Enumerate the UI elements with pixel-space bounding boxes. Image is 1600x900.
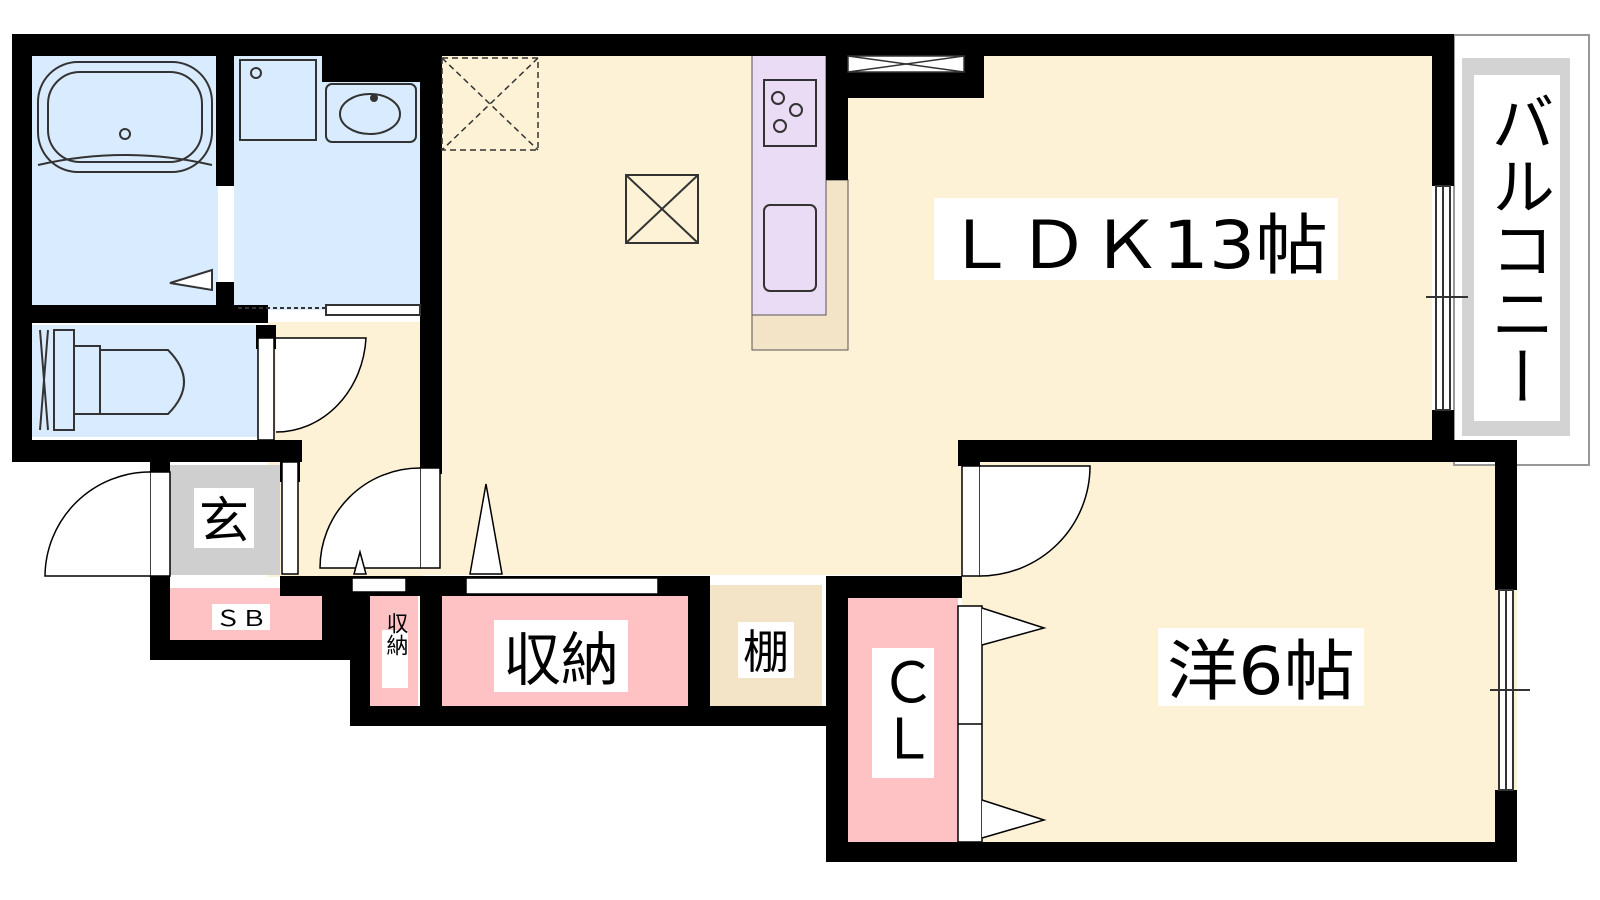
ldk-label-bg <box>934 198 1338 280</box>
storage-label-bg <box>494 620 628 692</box>
balcony-label-bg <box>1476 84 1558 414</box>
shelf-label-bg <box>738 622 794 678</box>
closet-doors[interactable] <box>957 605 1047 843</box>
closet-label: ＣＬ <box>871 654 936 766</box>
ceiling-hatch-icon <box>441 57 539 151</box>
closet-label-bg <box>872 648 934 778</box>
ldk-window-icon <box>1426 185 1468 411</box>
entrance-label: 玄 <box>199 492 249 550</box>
hall-door[interactable] <box>319 467 441 569</box>
toilet-door[interactable] <box>257 337 367 441</box>
kitchen-sink-icon <box>763 204 817 292</box>
washing-machine-icon <box>239 59 317 141</box>
shoebox-label: ＳＢ <box>215 607 267 632</box>
window-icon <box>847 55 965 73</box>
balcony-label: バルコニー <box>1480 90 1554 408</box>
small-storage-label-bg <box>382 630 408 688</box>
shoebox-label-bg <box>212 604 270 630</box>
western-label: 洋6帖 <box>1167 633 1355 710</box>
shelf-label: 棚 <box>743 625 789 679</box>
small-storage-label: 収納 <box>383 612 409 656</box>
western-door[interactable] <box>961 465 1091 577</box>
sink-icon <box>325 83 417 143</box>
bathtub-icon <box>37 61 213 292</box>
stove-icon <box>763 79 817 147</box>
front-door[interactable] <box>44 471 171 577</box>
entrance-label-bg <box>194 488 254 548</box>
ldk-label: ＬＤＫ13帖 <box>944 207 1328 284</box>
doors <box>44 337 1091 843</box>
ldk-floor-lower <box>420 440 962 575</box>
labels: ＬＤＫ13帖 洋6帖 収納 棚 玄 ＳＢ 収納 ＣＬ バルコニー <box>194 84 1558 778</box>
western-label-bg <box>1158 628 1364 706</box>
fixtures <box>37 55 1530 791</box>
western-window-icon <box>1490 589 1530 791</box>
vent-icon <box>625 174 699 244</box>
storage-label: 収納 <box>503 626 619 694</box>
toilet-icon <box>39 329 185 431</box>
